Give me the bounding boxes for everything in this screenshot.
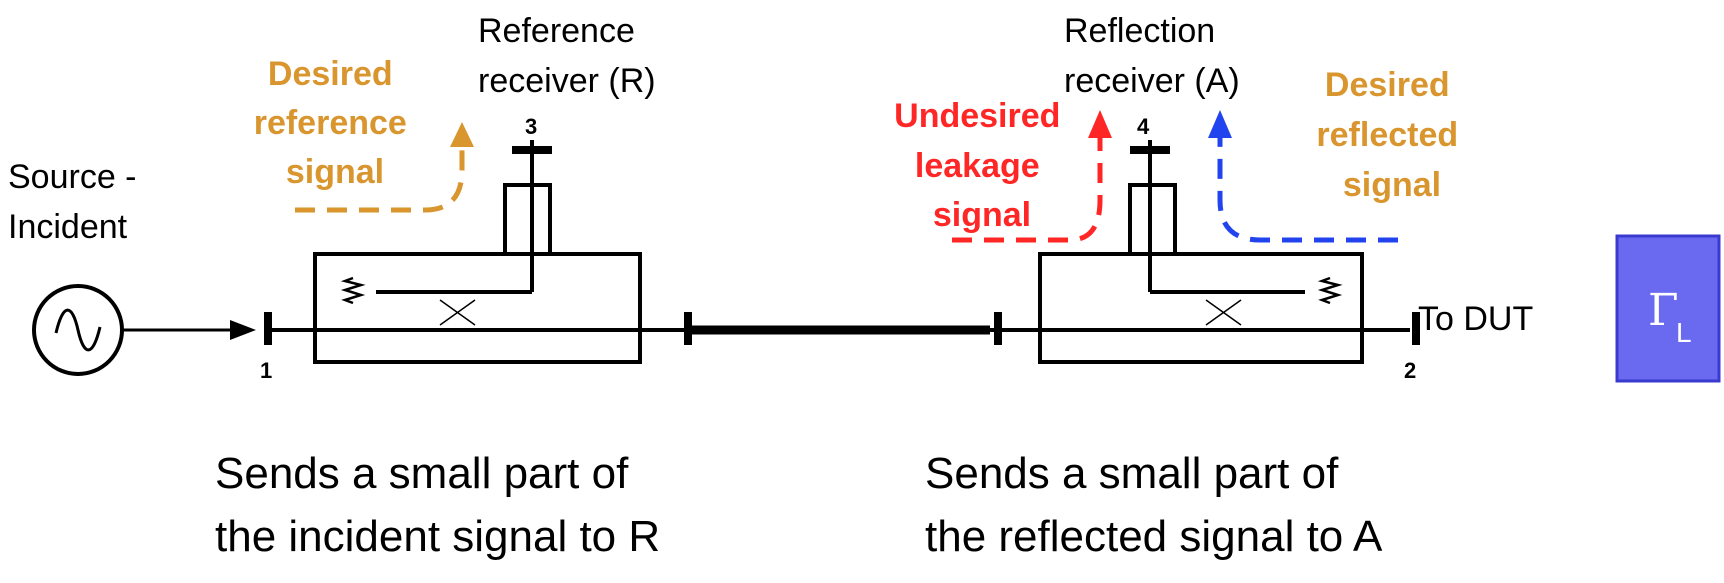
coupling-cross-icon <box>1205 299 1242 326</box>
undesired-leakage-label: Undesired leakage signal <box>894 97 1070 234</box>
desired-reference-signal-path <box>295 122 474 213</box>
termination-resistor-icon <box>340 276 366 305</box>
desired-reflected-signal-path <box>1208 110 1398 243</box>
caption-left: Sends a small part of the incident signa… <box>215 449 660 561</box>
reference-coupler <box>313 140 642 364</box>
gamma-subscript: L <box>1676 317 1692 348</box>
port-3-label: 3 <box>525 114 537 139</box>
port-4-label: 4 <box>1137 114 1150 139</box>
source-label: Source - Incident <box>8 158 146 246</box>
load-reflection-coefficient-box: Γ L <box>1615 234 1721 383</box>
incident-arrow <box>122 320 256 340</box>
termination-resistor-icon <box>1317 276 1343 305</box>
gamma-symbol: Γ <box>1648 285 1679 336</box>
reference-receiver-label: Reference receiver (R) <box>478 12 656 100</box>
desired-reference-label: Desired reference signal <box>254 55 417 191</box>
desired-reflected-label: Desired reflected signal <box>1316 66 1467 204</box>
undesired-leakage-signal-path <box>952 110 1112 243</box>
port-2-label: 2 <box>1404 358 1416 383</box>
coupling-cross-icon <box>439 299 476 326</box>
port-1-label: 1 <box>260 358 272 383</box>
caption-right: Sends a small part of the reflected sign… <box>925 449 1383 561</box>
ac-source-icon <box>32 284 124 376</box>
to-dut-label: To DUT <box>1418 300 1533 338</box>
reflection-coupler <box>1038 140 1364 364</box>
reflection-receiver-label: Reflection receiver (A) <box>1064 12 1240 100</box>
